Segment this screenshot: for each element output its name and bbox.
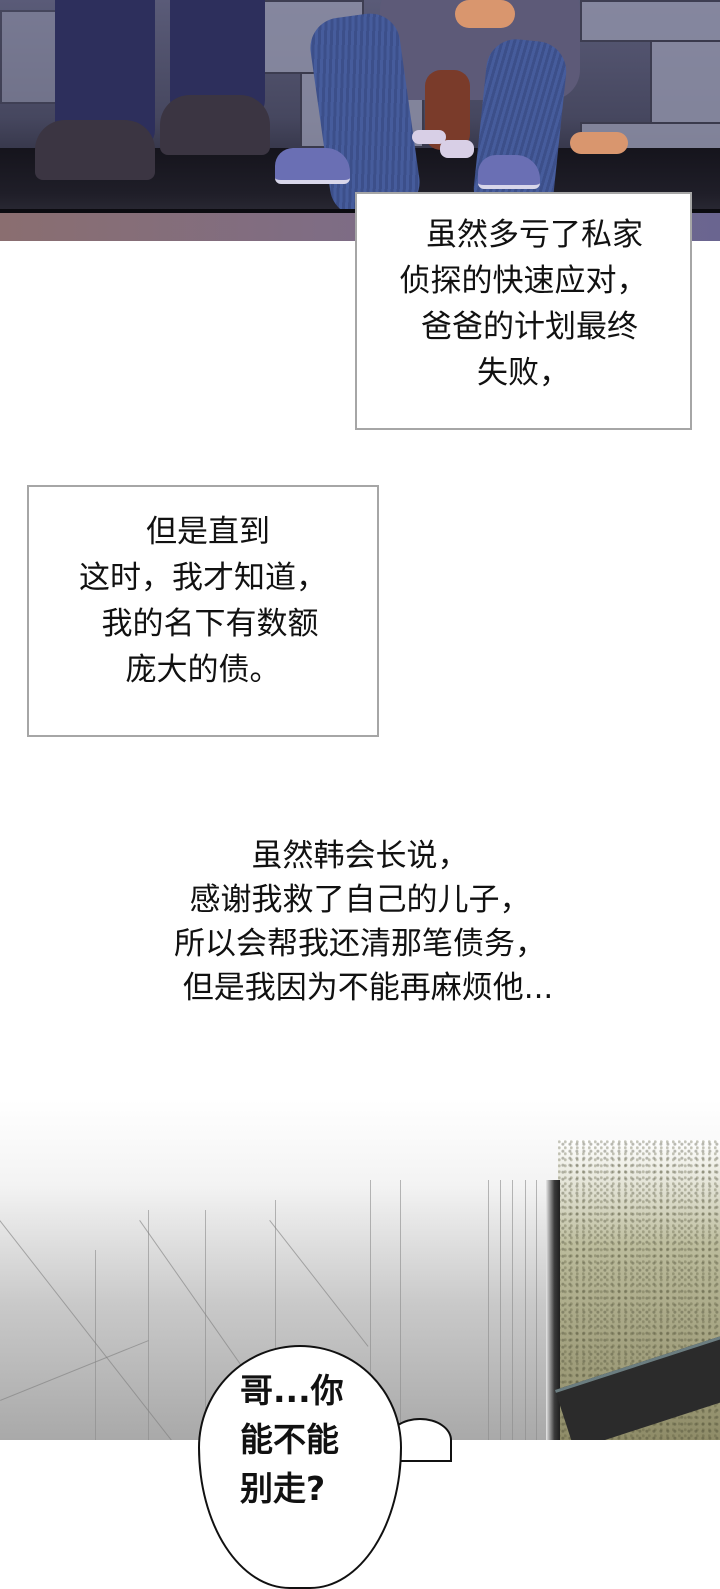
wall-line: [500, 1180, 501, 1440]
wall-line: [370, 1180, 371, 1440]
narration-line: 虽然多亏了私家: [426, 217, 643, 253]
free-narration: 虽然韩会长说， 感谢我救了自己的儿子， 所以会帮我还清那笔债务， 但是我因为不能…: [100, 834, 620, 1010]
narration-line: 爸爸的计划最终: [421, 309, 638, 345]
narration-line: 这时，我才知道，: [79, 560, 327, 596]
narration-text: 但是直到 这时，我才知道， 我的名下有数额 庞大的债。: [27, 509, 379, 693]
wall-line: [512, 1180, 513, 1440]
floor-tile-line: [269, 1220, 369, 1347]
hand: [455, 0, 515, 28]
wall-line: [488, 1180, 489, 1440]
narration-line: 但是直到: [146, 514, 270, 550]
wall-line: [205, 1210, 206, 1440]
wall-line: [275, 1200, 276, 1440]
narration-box: 但是直到 这时，我才知道， 我的名下有数额 庞大的债。: [27, 485, 379, 737]
narration-line: 虽然韩会长说，: [251, 838, 469, 874]
wall-line: [400, 1180, 401, 1440]
wall-line: [148, 1210, 149, 1440]
dialogue-line: 哥...你: [240, 1371, 344, 1410]
child-shoe: [440, 140, 474, 158]
narration-line: 感谢我救了自己的儿子，: [189, 882, 531, 918]
narration-line: 但是我因为不能再麻烦他...: [182, 970, 554, 1006]
wall-line: [536, 1180, 537, 1440]
narration-line: 所以会帮我还清那笔债务，: [174, 926, 546, 962]
wall-brick: [650, 40, 720, 124]
narration-line: 失败，: [477, 355, 570, 391]
boot: [35, 120, 155, 180]
narration-text: 虽然多亏了私家 侦探的快速应对， 爸爸的计划最终 失败，: [355, 212, 692, 396]
narration-box: 虽然多亏了私家 侦探的快速应对， 爸爸的计划最终 失败，: [355, 192, 692, 430]
shoe: [275, 148, 350, 184]
wall-brick: [580, 0, 720, 42]
hand: [570, 132, 628, 154]
window-frame: [546, 1180, 560, 1440]
narration-line: 庞大的债。: [125, 652, 281, 688]
child-shoe: [412, 130, 446, 144]
dialogue-line: 别走?: [240, 1469, 326, 1508]
narration-line: 侦探的快速应对，: [399, 263, 648, 299]
boot: [160, 95, 270, 155]
floor-tile-line: [0, 1220, 185, 1440]
narration-line: 我的名下有数额: [101, 606, 319, 642]
wall-line: [525, 1180, 526, 1440]
comic-panel-night-scene: [0, 0, 720, 213]
floor-tile-line: [0, 1340, 149, 1401]
shoe: [478, 155, 540, 189]
